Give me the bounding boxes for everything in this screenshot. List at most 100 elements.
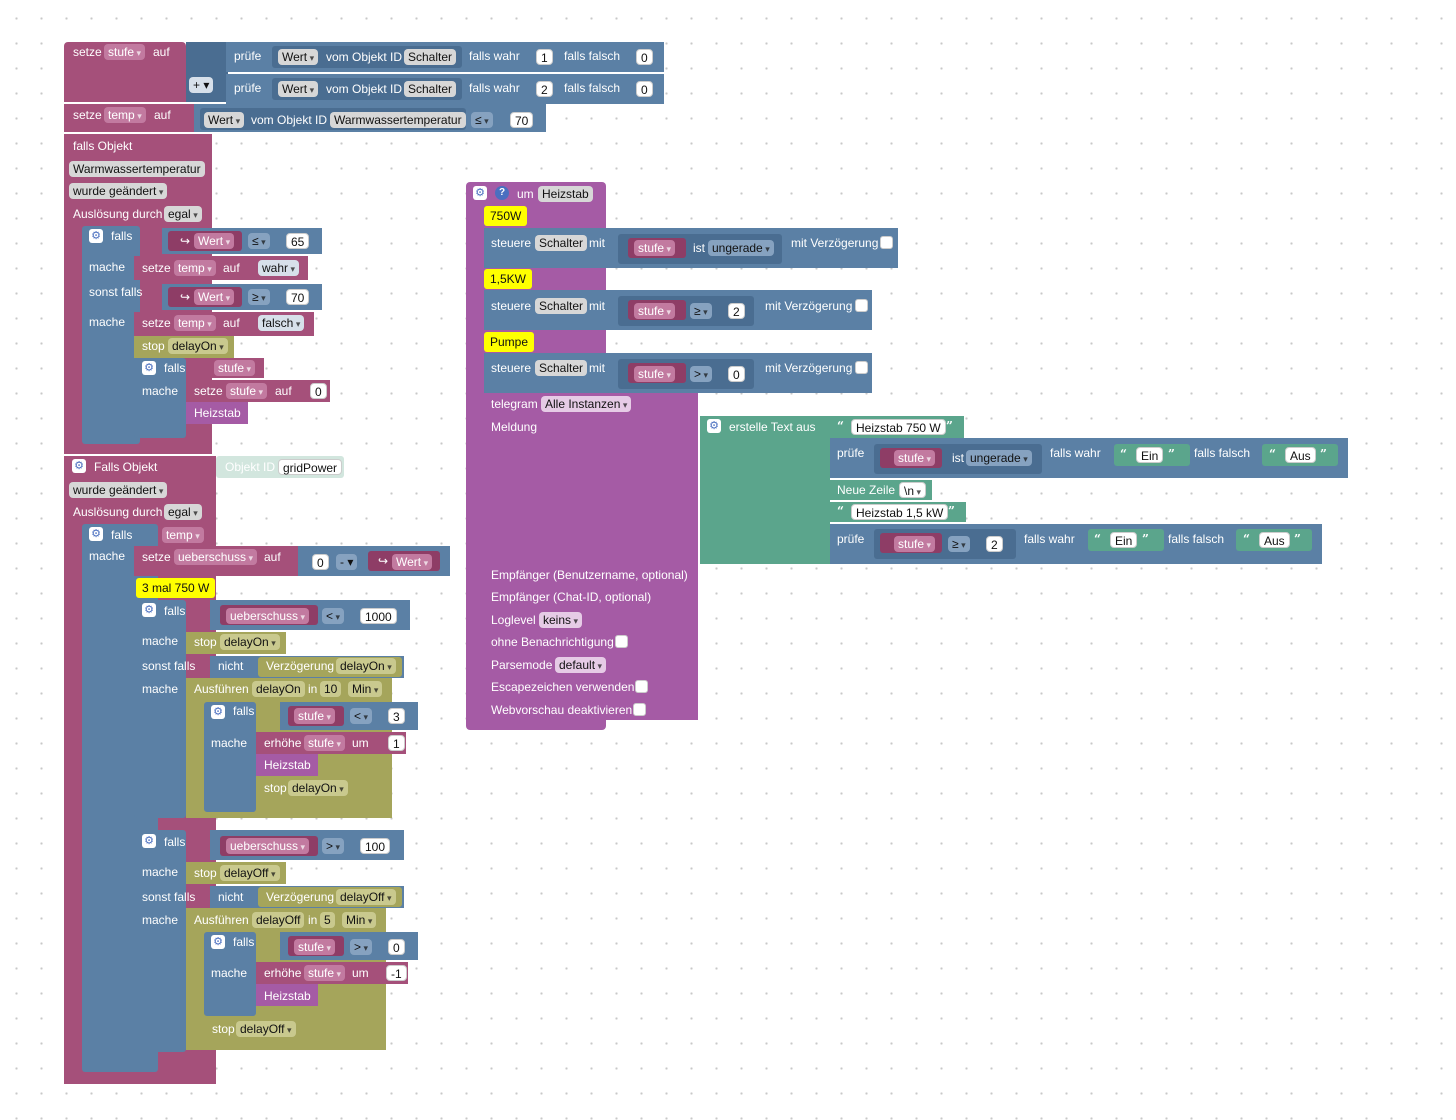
number-input[interactable]: 2 [728, 303, 745, 319]
var-dropdown[interactable]: stufe [226, 383, 268, 399]
var-dropdown[interactable]: temp [174, 260, 216, 276]
field-dropdown[interactable]: Wert [278, 81, 319, 97]
var-dropdown-temp[interactable]: temp [104, 107, 146, 123]
object-id-field[interactable]: Schalter [535, 360, 588, 376]
instance-dropdown[interactable]: Alle Instanzen [541, 396, 632, 412]
unit-dropdown[interactable]: Min [348, 681, 383, 697]
if-block-b[interactable] [134, 830, 186, 1052]
object-id-field[interactable]: Schalter [535, 235, 588, 251]
silent-checkbox[interactable] [615, 635, 628, 648]
number-input[interactable]: 1 [388, 735, 405, 751]
operator-dropdown[interactable]: ≥ [690, 303, 712, 319]
gear-icon[interactable]: ⚙ [72, 459, 86, 473]
delay-checkbox[interactable] [880, 236, 893, 249]
call-function-block[interactable] [256, 754, 318, 776]
gear-icon[interactable]: ⚙ [211, 705, 225, 719]
if-block-a[interactable] [134, 600, 186, 818]
if-expression-block[interactable] [186, 42, 228, 102]
trigger-by-dropdown[interactable]: egal [164, 206, 202, 222]
comment-label[interactable]: Pumpe [484, 332, 535, 352]
object-id-field[interactable]: Schalter [535, 298, 588, 314]
operator-dropdown[interactable]: ≤ [248, 233, 270, 249]
number-input[interactable]: 65 [286, 233, 310, 249]
text-input[interactable]: Ein [1136, 447, 1164, 463]
gear-icon[interactable]: ⚙ [707, 419, 721, 433]
field-dropdown[interactable]: Wert [392, 554, 433, 570]
text-input[interactable]: Aus [1285, 447, 1316, 463]
event-dropdown[interactable]: wurde geändert [69, 183, 168, 199]
var-dropdown[interactable]: temp [162, 527, 204, 543]
if-block-a-inner[interactable] [204, 702, 256, 812]
call-function-block[interactable] [186, 402, 248, 424]
object-id-field[interactable]: Warmwassertemperatur [330, 112, 466, 128]
parsemode-dropdown[interactable]: default [555, 657, 607, 673]
var-dropdown[interactable]: temp [174, 315, 216, 331]
gear-icon[interactable]: ⚙ [473, 186, 487, 200]
operator-dropdown[interactable]: ≤ [471, 112, 493, 128]
gear-icon[interactable]: ⚙ [211, 935, 225, 949]
operator-dropdown[interactable]: > [350, 939, 373, 955]
bool-dropdown[interactable]: wahr [258, 260, 300, 276]
operator-dropdown[interactable]: < [350, 708, 373, 724]
delay-checkbox[interactable] [855, 299, 868, 312]
number-input[interactable]: 0 [728, 366, 745, 382]
comment-label[interactable]: 3 mal 750 W [136, 578, 216, 598]
comment-label[interactable]: 750W [484, 206, 528, 226]
gear-icon[interactable]: ⚙ [89, 527, 103, 541]
escape-checkbox[interactable] [635, 680, 648, 693]
var-dropdown[interactable]: stufe [294, 708, 336, 724]
comment-label[interactable]: 1,5KW [484, 269, 533, 289]
object-id-field[interactable]: gridPower [278, 459, 343, 475]
text-join-block[interactable] [700, 416, 830, 564]
text-input[interactable]: Ein [1110, 532, 1138, 548]
var-dropdown-stufe[interactable]: stufe [104, 44, 146, 60]
number-input[interactable]: 1 [536, 49, 553, 65]
var-dropdown[interactable]: stufe [894, 536, 936, 552]
number-input[interactable]: 0 [636, 49, 653, 65]
operator-dropdown[interactable]: < [322, 608, 345, 624]
number-input[interactable]: 70 [510, 112, 534, 128]
field-dropdown[interactable]: Wert [194, 233, 235, 249]
operator-dropdown[interactable]: > [322, 838, 345, 854]
number-input[interactable]: 2 [986, 536, 1003, 552]
delay-checkbox[interactable] [855, 361, 868, 374]
operator-dropdown[interactable]: - ▾ [336, 554, 358, 570]
field-dropdown[interactable]: Wert [194, 289, 235, 305]
gear-icon[interactable]: ⚙ [142, 834, 156, 848]
field-dropdown[interactable]: Wert [204, 112, 245, 128]
number-input[interactable]: 100 [360, 838, 391, 854]
timer-dropdown[interactable]: delayOff [220, 865, 280, 881]
bool-dropdown[interactable]: falsch [258, 315, 305, 331]
timer-name-field[interactable]: delayOff [252, 912, 305, 928]
number-input[interactable]: 70 [286, 289, 310, 305]
var-dropdown[interactable]: stufe [634, 303, 676, 319]
unit-dropdown[interactable]: Min [342, 912, 377, 928]
var-dropdown[interactable]: stufe [634, 366, 676, 382]
number-input[interactable]: -1 [386, 965, 407, 981]
var-dropdown[interactable]: stufe [634, 240, 676, 256]
number-input[interactable]: 0 [388, 939, 405, 955]
preview-checkbox[interactable] [633, 703, 646, 716]
var-dropdown[interactable]: stufe [214, 360, 256, 376]
number-input[interactable]: 3 [388, 708, 405, 724]
trigger-by-dropdown[interactable]: egal [164, 504, 202, 520]
function-name-field[interactable]: Heizstab [538, 186, 593, 202]
if-block-1[interactable] [82, 226, 140, 444]
operator-dropdown[interactable]: ≥ [248, 289, 270, 305]
number-input[interactable]: 2 [536, 81, 553, 97]
property-dropdown[interactable]: ungerade [966, 450, 1032, 466]
number-input[interactable]: 0 [312, 554, 329, 570]
delay-input[interactable]: 5 [320, 912, 335, 928]
gear-icon[interactable]: ⚙ [142, 603, 156, 617]
var-dropdown[interactable]: ueberschuss [226, 838, 310, 854]
timer-dropdown[interactable]: delayOn [336, 658, 396, 674]
operator-dropdown[interactable]: > [690, 366, 713, 382]
var-dropdown[interactable]: stufe [294, 939, 336, 955]
question-icon[interactable]: ? [495, 186, 509, 200]
var-dropdown[interactable]: stufe [304, 965, 346, 981]
text-input[interactable]: Heizstab 750 W [851, 419, 946, 435]
number-input[interactable]: 1000 [360, 608, 397, 624]
newline-dropdown[interactable]: \n [899, 482, 927, 498]
var-dropdown[interactable]: stufe [304, 735, 346, 751]
timer-dropdown[interactable]: delayOff [336, 889, 396, 905]
